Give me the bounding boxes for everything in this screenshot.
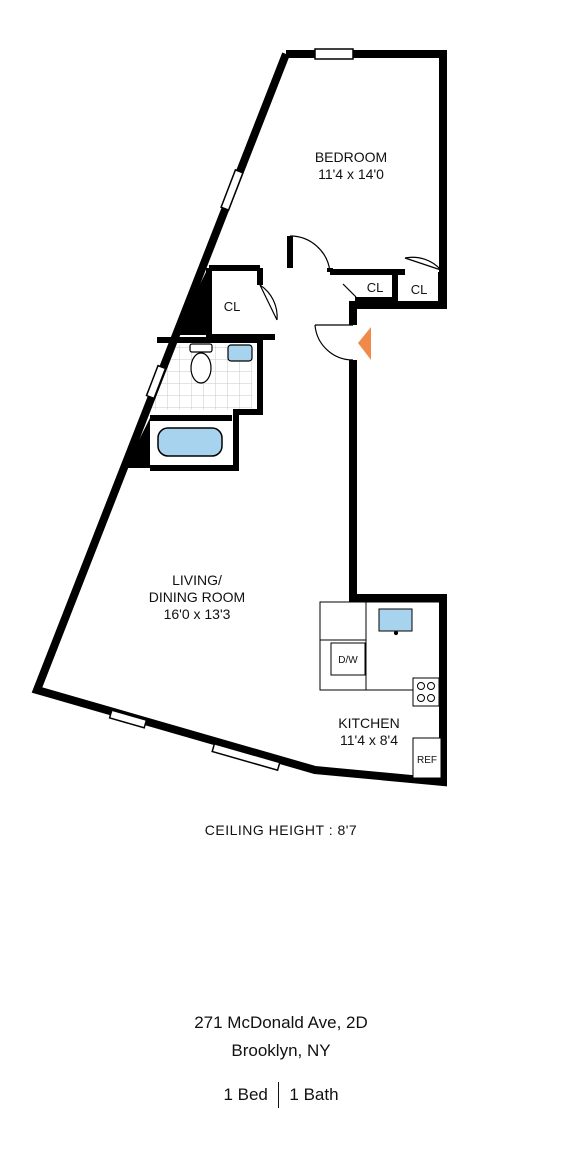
counter-peninsula bbox=[319, 601, 367, 691]
dishwasher-label: D/W bbox=[338, 655, 358, 666]
beds-count: 1 Bed bbox=[223, 1085, 268, 1104]
closet-label-3: CL bbox=[411, 282, 428, 297]
bathtub bbox=[157, 427, 223, 457]
bedroom-name: BEDROOM bbox=[315, 149, 387, 165]
toilet-tank bbox=[189, 343, 213, 353]
stats-divider bbox=[277, 1082, 280, 1108]
window-bedroom-left bbox=[220, 168, 244, 212]
toilet-bowl bbox=[190, 352, 212, 384]
dishwasher bbox=[330, 642, 366, 676]
ceiling-height: CEILING HEIGHT : 8'7 bbox=[204, 822, 358, 838]
stove bbox=[412, 677, 440, 707]
closet-label-2: CL bbox=[367, 280, 384, 295]
window-bedroom-top bbox=[314, 48, 354, 60]
kitchen-size: 11'4 x 8'4 bbox=[340, 732, 398, 748]
address-line-1: 271 McDonald Ave, 2D bbox=[194, 1013, 368, 1032]
bedroom-size: 11'4 x 14'0 bbox=[318, 166, 384, 182]
faucet bbox=[393, 630, 399, 636]
kitchen-sink bbox=[378, 608, 413, 632]
bathroom-fixtures bbox=[157, 343, 253, 457]
living-name-1: LIVING/ bbox=[172, 572, 222, 588]
listing-stats: 1 Bed 1 Bath bbox=[0, 1082, 562, 1108]
sink bbox=[227, 344, 253, 362]
refrigerator bbox=[412, 737, 442, 779]
address-line-2: Brooklyn, NY bbox=[231, 1041, 331, 1060]
closet-label-1: CL bbox=[224, 299, 241, 314]
living-size: 16'0 x 13'3 bbox=[164, 606, 231, 622]
interior-walls bbox=[150, 236, 444, 471]
refrigerator-label: REF bbox=[417, 755, 437, 766]
window-living-2 bbox=[211, 742, 281, 772]
kitchen-fixtures bbox=[319, 601, 444, 779]
living-name-2: DINING ROOM bbox=[149, 589, 245, 605]
kitchen-name: KITCHEN bbox=[338, 715, 399, 731]
window-bathroom bbox=[145, 364, 167, 400]
floor-plan: BEDROOM 11'4 x 14'0 CL CL CL LIVING/ DIN… bbox=[31, 48, 447, 787]
baths-count: 1 Bath bbox=[289, 1085, 339, 1104]
windows bbox=[108, 48, 354, 772]
entry-marker bbox=[358, 327, 371, 360]
window-living-1 bbox=[108, 709, 148, 729]
doors bbox=[259, 235, 442, 361]
